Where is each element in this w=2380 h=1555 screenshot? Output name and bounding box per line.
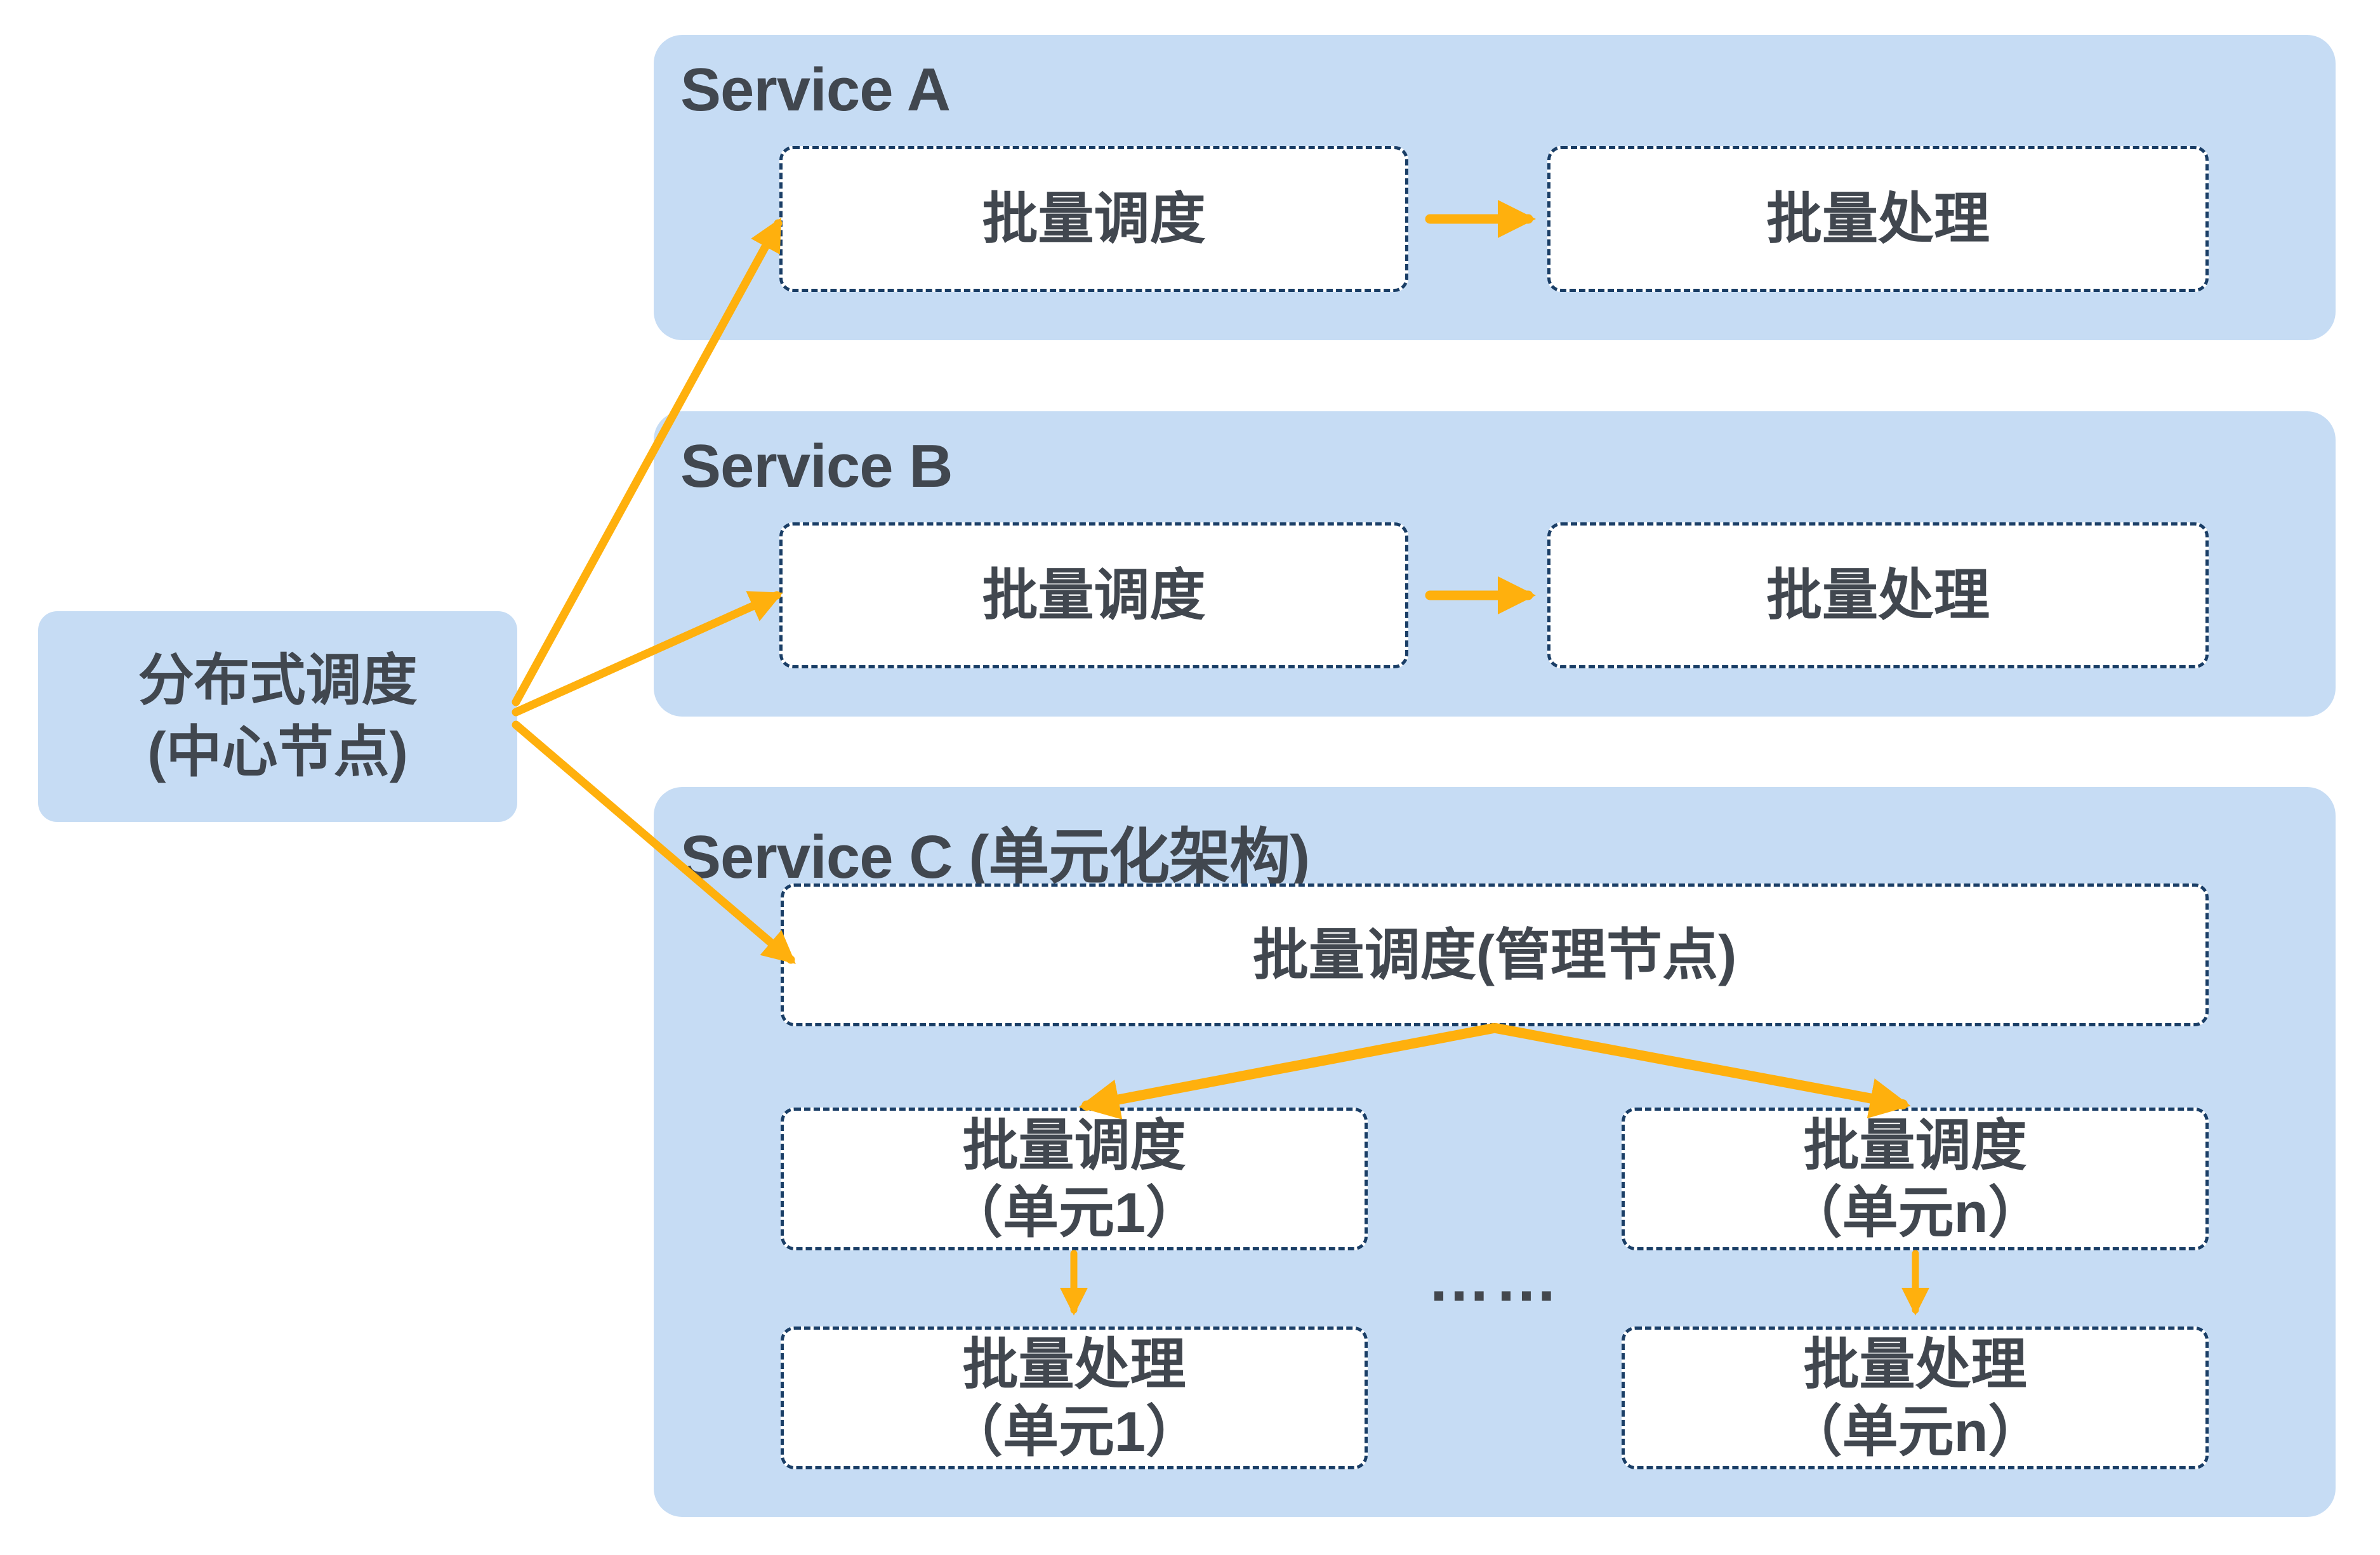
service-c-unit1-scheduler-node: 批量调度 （单元1）	[781, 1108, 1368, 1250]
unit1-processor-line2: （单元1）	[947, 1400, 1201, 1463]
service-b-batch-scheduler-label: 批量调度	[982, 564, 1206, 627]
unit1-scheduler-line2: （单元1）	[947, 1181, 1201, 1244]
service-a-batch-processor-label: 批量处理	[1766, 187, 1990, 251]
service-b-batch-scheduler-node: 批量调度	[779, 522, 1408, 668]
service-c-title: Service C (单元化架构)	[680, 823, 1310, 891]
central-scheduler-node: 分布式调度 (中心节点)	[38, 611, 517, 822]
service-a-batch-scheduler-label: 批量调度	[982, 187, 1206, 251]
service-c-manager-node: 批量调度(管理节点)	[781, 883, 2209, 1026]
central-scheduler-line2: (中心节点)	[147, 720, 408, 783]
service-b-batch-processor-label: 批量处理	[1766, 564, 1990, 627]
unit1-processor-line1: 批量处理	[962, 1332, 1186, 1396]
service-c-unit1-processor-node: 批量处理 （单元1）	[781, 1327, 1368, 1469]
unitn-scheduler-line2: （单元n）	[1786, 1181, 2044, 1244]
unitn-processor-line2: （单元n）	[1786, 1400, 2044, 1463]
unit1-scheduler-line1: 批量调度	[962, 1113, 1186, 1177]
unitn-processor-line1: 批量处理	[1803, 1332, 2027, 1396]
service-a-batch-processor-node: 批量处理	[1547, 146, 2209, 292]
service-a-title: Service A	[680, 56, 951, 124]
service-c-manager-label: 批量调度(管理节点)	[1252, 923, 1737, 986]
service-c-unitn-processor-node: 批量处理 （单元n）	[1622, 1327, 2209, 1469]
service-b-title: Service B	[680, 432, 953, 500]
service-b-batch-processor-node: 批量处理	[1547, 522, 2209, 668]
service-c-unitn-scheduler-node: 批量调度 （单元n）	[1622, 1108, 2209, 1250]
unitn-scheduler-line1: 批量调度	[1803, 1113, 2027, 1177]
service-a-batch-scheduler-node: 批量调度	[779, 146, 1408, 292]
central-scheduler-line1: 分布式调度	[138, 649, 418, 712]
units-ellipsis: ……	[1427, 1243, 1562, 1315]
